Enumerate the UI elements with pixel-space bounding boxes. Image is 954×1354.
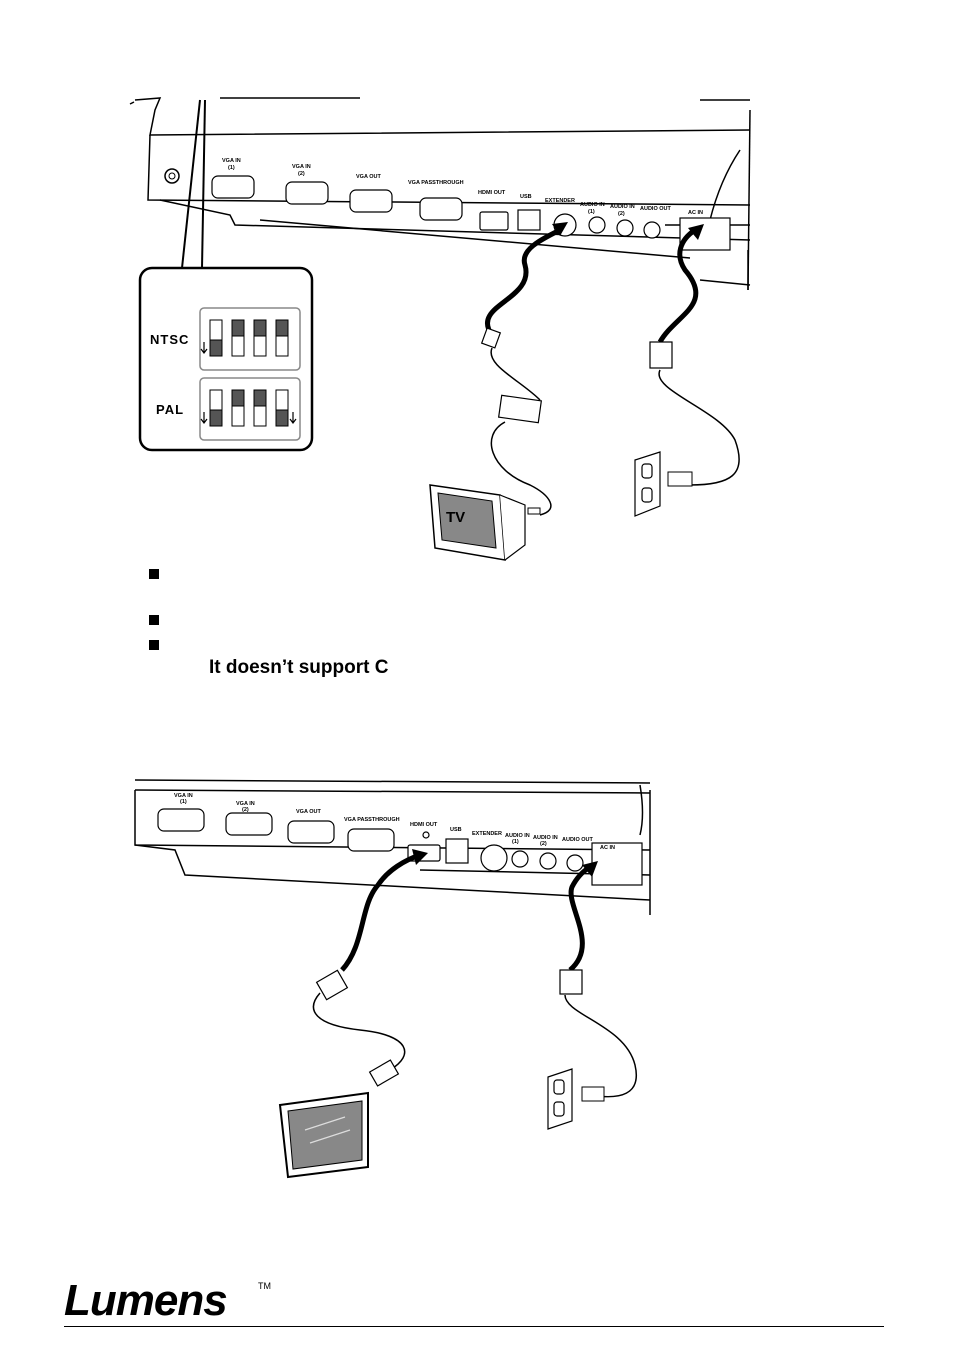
connection-diagram-tv: VGA IN (1) VGA IN (2) VGA OUT VGA PASSTH… [129, 97, 751, 561]
port-label-ac-in: AC IN [600, 845, 615, 851]
bullet-marker [149, 640, 159, 650]
bullet-marker [149, 615, 159, 625]
hdmi-cable [312, 849, 428, 1087]
pal-switch-panel [199, 377, 301, 441]
port-label-audio-out: AUDIO OUT [640, 206, 672, 212]
note-text: It doesn’t support C [209, 657, 389, 678]
port-label-usb: USB [520, 194, 532, 200]
tv-monitor: TV [429, 484, 541, 561]
arrow-down-icon [200, 412, 208, 424]
port-label-vga-passthrough: VGA PASSTHROUGH [344, 817, 400, 823]
port-label-vga-in-2: VGA IN [292, 164, 311, 170]
port-sub-4: (2) [540, 841, 547, 847]
port-label-vga-out: VGA OUT [356, 174, 381, 180]
brand-logo: Lumens [64, 1276, 228, 1325]
port-label-audio-in-1: AUDIO IN [505, 833, 530, 839]
dip-switch-box: NTSC PAL [138, 266, 314, 452]
port-label-audio-in-2: AUDIO IN [533, 835, 558, 841]
arrow-down-icon [289, 412, 297, 424]
port-sub-3: (1) [588, 209, 595, 215]
arrow-down-icon [200, 342, 208, 354]
ntsc-label: NTSC [150, 332, 189, 347]
callout-lines [181, 99, 206, 269]
port-label-extender: EXTENDER [472, 831, 502, 837]
connection-diagram-hdmi: VGA IN (1) VGA IN (2) VGA OUT VGA PASSTH… [134, 779, 651, 1179]
trademark-mark: TM [258, 1281, 271, 1291]
port-label-vga-in-2: VGA IN [236, 801, 255, 807]
wall-outlet [547, 1068, 573, 1130]
wall-outlet [634, 451, 661, 517]
extender-cable [480, 222, 568, 516]
port-label-vga-in-1: VGA IN [174, 793, 193, 799]
port-label-hdmi-out: HDMI OUT [410, 822, 438, 828]
port-label-hdmi-out: HDMI OUT [478, 190, 506, 196]
port-label-audio-in-2: AUDIO IN [610, 204, 635, 210]
power-knob [164, 168, 180, 184]
port-label-vga-passthrough: VGA PASSTHROUGH [408, 180, 464, 186]
port-sub-2: (2) [242, 807, 249, 813]
power-cable [649, 224, 740, 487]
pal-label: PAL [156, 402, 184, 417]
port-row [157, 808, 643, 886]
port-label-vga-out: VGA OUT [296, 809, 321, 815]
port-label-extender: EXTENDER [545, 198, 575, 204]
port-label-audio-out: AUDIO OUT [562, 837, 594, 843]
display-monitor [278, 1091, 369, 1179]
port-sub-4: (2) [618, 211, 625, 217]
port-row [211, 175, 731, 251]
port-label-ac-in: AC IN [688, 210, 703, 216]
bullet-marker [149, 569, 159, 579]
power-cable [559, 861, 637, 1102]
port-sub-1: (1) [180, 799, 187, 805]
port-label-audio-in-1: AUDIO IN [580, 202, 605, 208]
port-sub-3: (1) [512, 839, 519, 845]
port-sub-2: (2) [298, 171, 305, 177]
port-label-usb: USB [450, 827, 462, 833]
tv-label: TV [446, 509, 465, 526]
device-body [129, 97, 751, 291]
device-body [134, 779, 651, 915]
ntsc-switch-panel [199, 307, 301, 371]
port-sub-1: (1) [228, 165, 235, 171]
port-label-vga-in-1: VGA IN [222, 158, 241, 164]
footer-divider [64, 1326, 884, 1327]
